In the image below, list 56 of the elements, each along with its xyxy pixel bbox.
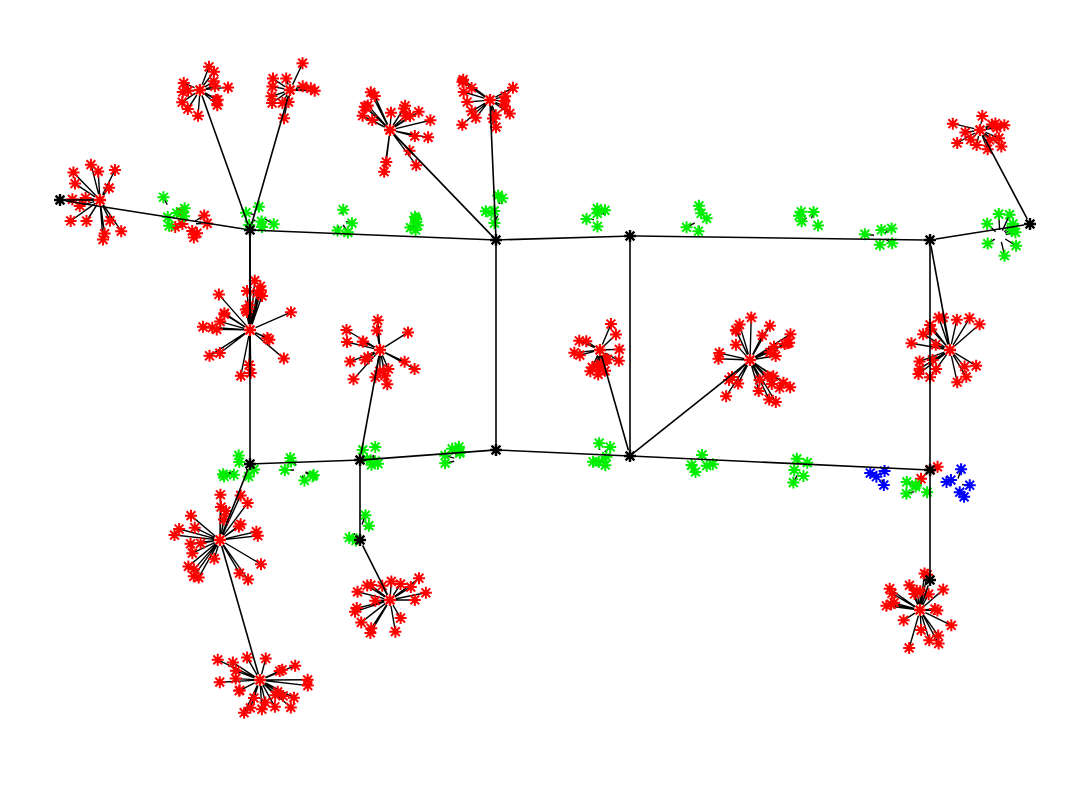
- connector-line: [365, 449, 491, 461]
- connector-line: [600, 355, 630, 451]
- star-marker: [972, 122, 988, 138]
- connector-line: [930, 245, 950, 345]
- star-marker: [482, 92, 498, 108]
- connector-line: [65, 199, 95, 201]
- star-marker: [922, 462, 938, 478]
- connector-line: [935, 224, 1025, 240]
- connector-line: [635, 455, 925, 471]
- connector-line: [360, 355, 380, 455]
- star-marker: [352, 452, 368, 468]
- connector-line: [220, 545, 260, 675]
- star-marker: [488, 442, 504, 458]
- star-marker: [242, 322, 258, 338]
- star-marker: [1022, 216, 1038, 232]
- star-marker: [242, 222, 258, 238]
- connector-line: [250, 95, 290, 225]
- star-marker: [372, 342, 388, 358]
- star-marker: [382, 592, 398, 608]
- connector-line: [501, 235, 625, 241]
- star-marker: [742, 352, 758, 368]
- connector-line: [489, 105, 497, 235]
- connector-line: [982, 134, 1028, 220]
- star-marker: [212, 532, 228, 548]
- connector-line: [495, 245, 497, 445]
- connector-line: [635, 235, 925, 241]
- connector-line: [629, 241, 631, 451]
- connector-line: [929, 475, 931, 575]
- connector-line: [501, 449, 625, 457]
- connector-line: [361, 544, 389, 596]
- connector-line: [921, 584, 929, 606]
- star-marker: [252, 672, 268, 688]
- star-marker: [92, 192, 108, 208]
- connector-line: [359, 465, 361, 535]
- star-marker: [282, 82, 298, 98]
- star-marker: [942, 342, 958, 358]
- star-marker: [382, 122, 398, 138]
- star-marker: [622, 448, 638, 464]
- star-marker: [622, 228, 638, 244]
- star-marker: [912, 602, 928, 618]
- connector-line: [201, 94, 249, 226]
- connector-line: [221, 468, 249, 536]
- star-marker: [488, 232, 504, 248]
- star-marker: [352, 532, 368, 548]
- star-marker: [922, 572, 938, 588]
- star-marker: [922, 232, 938, 248]
- star-marker: [52, 192, 68, 208]
- star-marker: [192, 82, 208, 98]
- connector-line: [929, 245, 931, 465]
- connector-line: [633, 363, 747, 453]
- connector-line: [65, 200, 245, 230]
- connector-line: [255, 229, 491, 241]
- star-marker: [242, 456, 258, 472]
- connector-line: [393, 133, 493, 237]
- star-marker: [592, 342, 608, 358]
- connector-line: [255, 459, 355, 465]
